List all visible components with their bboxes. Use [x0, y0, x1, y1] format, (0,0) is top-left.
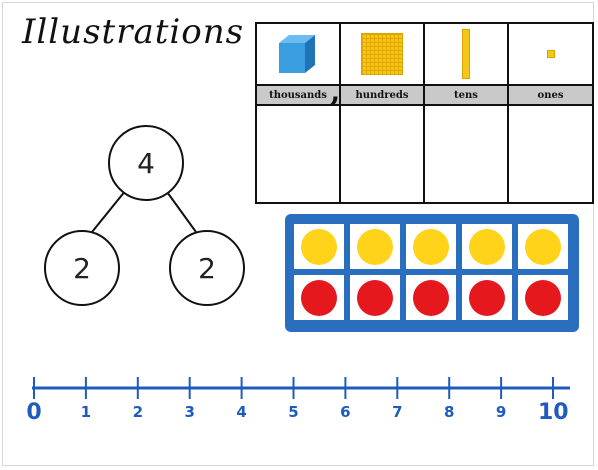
pv-column-hundreds: hundreds	[341, 24, 425, 202]
yellow-counter	[469, 228, 505, 265]
pv-column-thousands: thousands	[257, 24, 341, 202]
number-line-label: 7	[392, 403, 403, 421]
ten-rod-icon	[425, 24, 507, 84]
pv-header-hundreds: hundreds	[341, 84, 423, 106]
one-unit-icon	[509, 24, 592, 84]
ten-frame-cell	[518, 224, 568, 269]
number-line-label: 1	[80, 403, 92, 421]
pv-column-tens: tens	[425, 24, 509, 202]
yellow-counter	[413, 228, 449, 265]
ten-frame-cell	[462, 275, 512, 320]
red-counter	[301, 279, 337, 316]
thousands-separator: ,	[330, 74, 341, 109]
page-title: Illustrations	[22, 12, 245, 52]
number-line-label: 0	[26, 400, 42, 425]
ten-frame-cell	[350, 275, 400, 320]
red-counter	[525, 279, 561, 316]
ten-frame-cell	[462, 224, 512, 269]
number-line-label: 3	[184, 403, 195, 421]
yellow-counter	[301, 228, 337, 265]
thousand-cube-icon	[257, 24, 339, 84]
ten-frame-cell	[294, 275, 344, 320]
number-line-label: 8	[443, 403, 455, 421]
ten-frame-cell	[294, 224, 344, 269]
ten-frame-cell	[406, 224, 456, 269]
place-value-chart: thousands hundreds tens ones	[255, 22, 594, 204]
ten-frame-cell	[350, 224, 400, 269]
ten-frame-cell	[518, 275, 568, 320]
yellow-counter	[357, 228, 393, 265]
number-line-label: 2	[132, 403, 144, 421]
ten-frame	[285, 214, 579, 332]
red-counter	[469, 279, 505, 316]
red-counter	[357, 279, 393, 316]
pv-header-thousands: thousands	[257, 84, 339, 106]
hundred-flat-icon	[341, 24, 423, 84]
number-line-label: 9	[495, 403, 507, 421]
pv-header-ones: ones	[509, 84, 592, 106]
worksheet-frame	[2, 2, 594, 466]
number-line-label: 10	[538, 400, 569, 425]
number-line-label: 4	[236, 403, 247, 421]
number-line-label: 5	[288, 403, 299, 421]
number-line-label: 6	[340, 403, 351, 421]
red-counter	[413, 279, 449, 316]
pv-header-tens: tens	[425, 84, 507, 106]
yellow-counter	[525, 228, 561, 265]
pv-column-ones: ones	[509, 24, 592, 202]
ten-frame-cell	[406, 275, 456, 320]
